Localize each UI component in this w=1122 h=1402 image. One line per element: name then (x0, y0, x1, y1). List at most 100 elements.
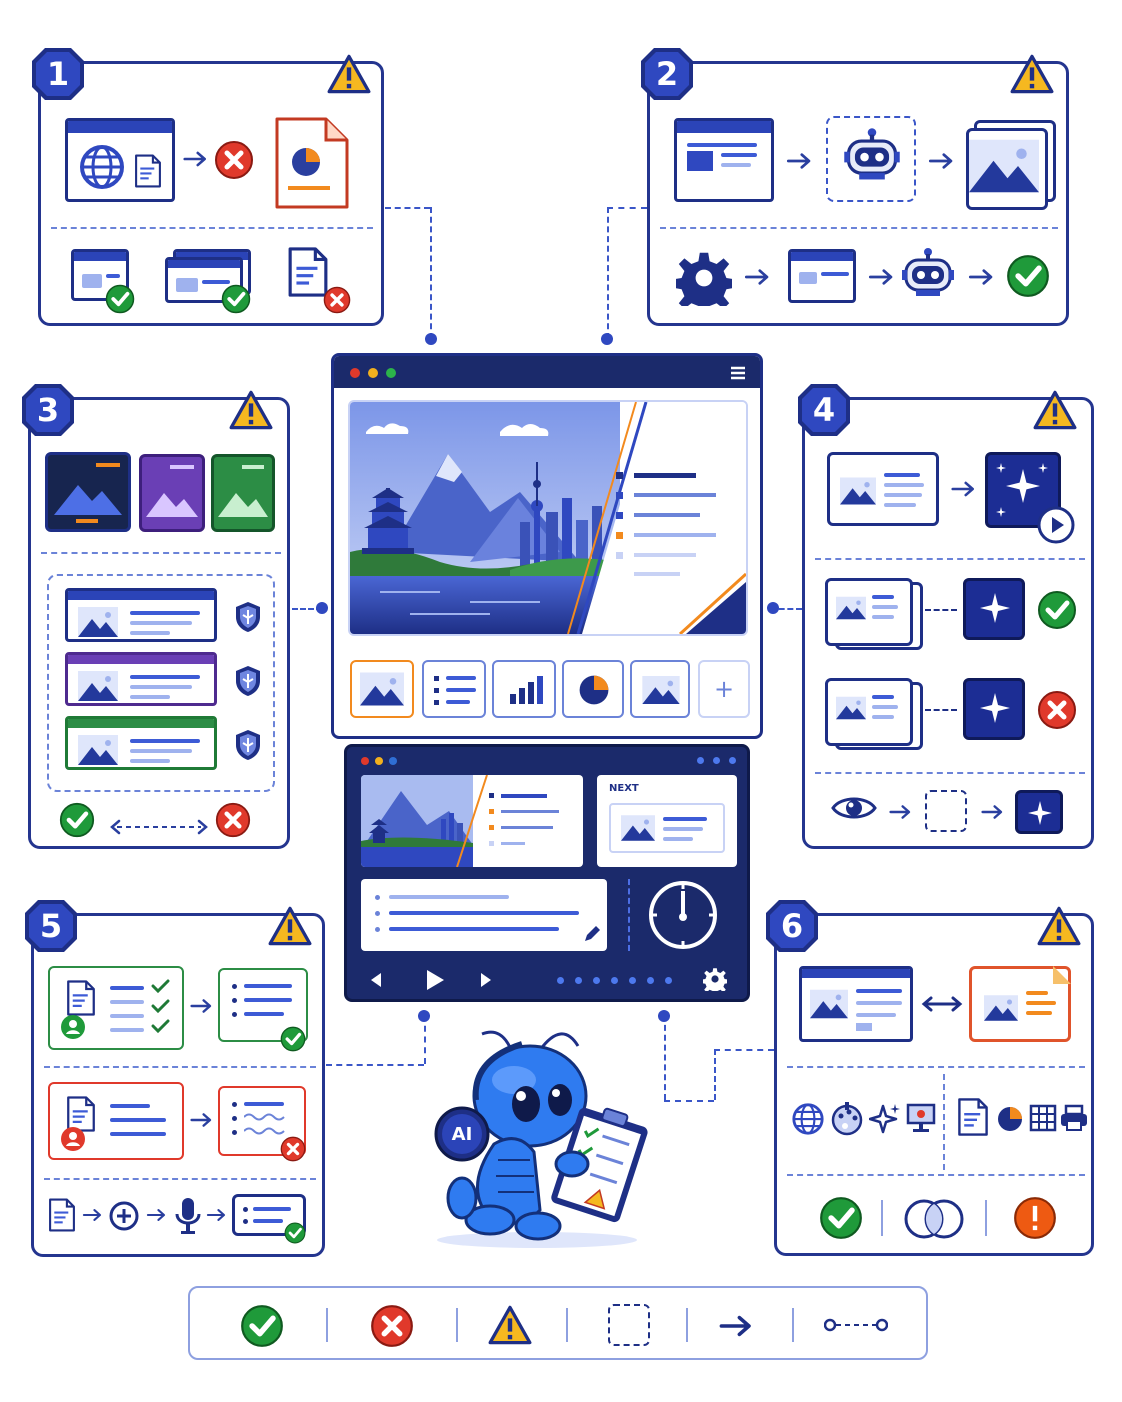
document-icon (48, 1196, 76, 1234)
next-label: NEXT (609, 783, 639, 794)
arrow-icon (206, 1208, 228, 1222)
thumbnail-bar-chart-slide[interactable] (492, 660, 556, 718)
slide-progress-dots (557, 977, 677, 985)
divider (44, 1178, 316, 1180)
presenter-view: NEXT (344, 744, 750, 1002)
x-icon (214, 140, 254, 180)
close-dot[interactable] (361, 757, 369, 765)
play-icon[interactable] (1037, 506, 1075, 544)
previous-icon[interactable] (369, 972, 383, 988)
divider (41, 552, 281, 554)
connector-line (430, 207, 432, 339)
panel-6 (774, 913, 1094, 1256)
sparkle-card (963, 678, 1025, 740)
check-icon (221, 284, 251, 314)
play-icon[interactable] (425, 969, 445, 991)
sparkle-icon (869, 1104, 900, 1134)
speaker-notes[interactable] (361, 879, 607, 951)
separator (881, 1200, 883, 1236)
alert-icon (1013, 1196, 1057, 1240)
theme-purple-thumbnail (139, 454, 205, 532)
bar-chart-icon (510, 676, 543, 704)
presentation-icon (906, 1103, 936, 1132)
connector-line (607, 207, 647, 209)
thumbnail-image-slide[interactable] (350, 660, 414, 718)
add-slide-button[interactable]: + (698, 660, 750, 718)
next-slide-preview: NEXT (597, 775, 737, 867)
minimize-dot[interactable] (375, 757, 383, 765)
warning-icon (268, 906, 312, 946)
placeholder-box (925, 790, 967, 832)
connector-dot (425, 333, 437, 345)
slide-canvas[interactable] (348, 400, 748, 636)
checkmarks (151, 979, 170, 1034)
next-icon[interactable] (479, 972, 493, 988)
step-badge-3: 3 (22, 384, 74, 436)
browser-window (674, 118, 774, 202)
panel-1 (38, 61, 384, 326)
thumbnail-pie-chart-slide[interactable] (562, 660, 624, 718)
maximize-dot[interactable] (389, 757, 397, 765)
swap-arrows-icon (921, 996, 963, 1012)
connector-line (664, 1015, 666, 1100)
arrow-icon (719, 1315, 751, 1337)
draft-list (218, 1086, 306, 1156)
arrow-icon (190, 998, 214, 1014)
divider (815, 558, 1085, 560)
warning-icon (488, 1305, 532, 1345)
globe-icon (792, 1103, 824, 1135)
warning-icon (1033, 390, 1077, 430)
check-icon (1006, 254, 1050, 298)
thumbnail-list-slide[interactable] (422, 660, 486, 718)
panel-4 (802, 397, 1094, 849)
overlap-circles-icon (904, 1199, 964, 1239)
ai-mascot: AI (422, 1020, 662, 1252)
separator (566, 1308, 568, 1342)
pie-chart-icon (579, 675, 609, 705)
maximize-dot[interactable] (386, 368, 396, 378)
connector-dot (767, 602, 779, 614)
connector-line (385, 207, 430, 209)
settings-icon[interactable] (703, 967, 727, 991)
connector-dot (316, 602, 328, 614)
theme-green-thumbnail (211, 454, 275, 532)
pagoda (362, 488, 414, 554)
connector-line (664, 1100, 714, 1102)
result-list (218, 968, 308, 1042)
shield-icon (233, 664, 263, 698)
connector-dot (658, 1010, 670, 1022)
minimize-dot[interactable] (368, 368, 378, 378)
dashed-connector-icon (824, 1318, 888, 1332)
panel-5 (31, 913, 325, 1257)
connector-line (607, 207, 609, 339)
slide-card (827, 452, 939, 526)
checklist-card (48, 966, 184, 1050)
eye-icon (831, 797, 877, 819)
palette-icon (831, 1102, 863, 1136)
headset-label: AI (451, 1124, 473, 1145)
divider (787, 1066, 1085, 1068)
ai-box (826, 116, 916, 202)
x-icon (280, 1136, 306, 1162)
connector-line (424, 1015, 426, 1064)
pencil-icon[interactable] (583, 925, 601, 943)
sparkle-card (1015, 790, 1063, 834)
panel-2 (647, 61, 1069, 326)
separator (326, 1308, 328, 1342)
connector-line (714, 1049, 716, 1100)
browser-window (65, 118, 175, 202)
divider (660, 227, 1058, 229)
connector-line (770, 608, 802, 610)
connector-line (292, 608, 322, 610)
document-icon (957, 1096, 989, 1138)
x-icon (1037, 690, 1077, 730)
separator (985, 1200, 987, 1236)
user-icon (61, 1127, 85, 1151)
thumbnail-photo-slide[interactable] (630, 660, 690, 718)
microphone-icon (175, 1198, 201, 1234)
close-dot[interactable] (350, 368, 360, 378)
arrow-icon (82, 1208, 104, 1222)
separator (792, 1308, 794, 1342)
menu-icon[interactable] (730, 366, 746, 380)
check-icon (59, 802, 95, 838)
